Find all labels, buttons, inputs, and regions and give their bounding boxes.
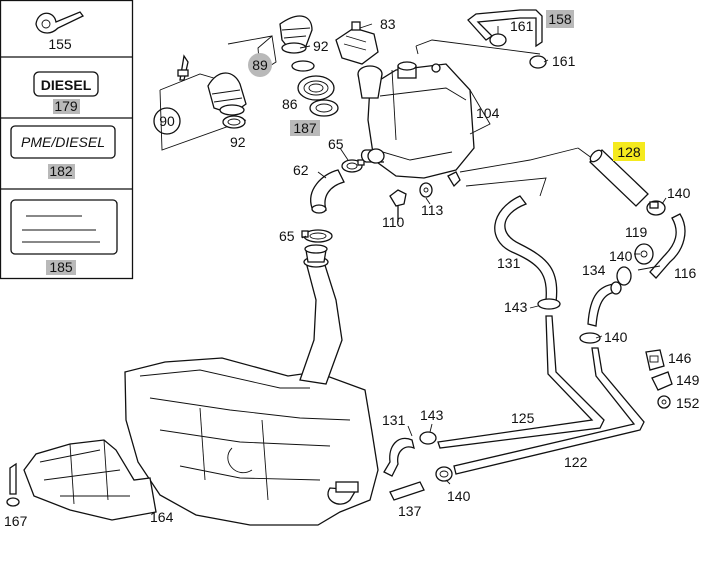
heat-shield-164[interactable]	[23, 439, 157, 521]
callout-158-highlight	[546, 10, 574, 28]
clamp-65-upper[interactable]	[341, 159, 365, 173]
callout-140-d[interactable]: 140	[447, 488, 471, 504]
line-125[interactable]	[437, 315, 605, 449]
callout-89-highlight	[248, 53, 272, 77]
hose-137[interactable]	[389, 481, 425, 501]
leader-lines	[299, 23, 667, 485]
nut-167[interactable]	[6, 462, 20, 507]
gasket-187[interactable]	[309, 99, 339, 117]
hose-62[interactable]	[310, 169, 345, 214]
callout-131-a[interactable]: 131	[497, 255, 521, 271]
nipple-fitting[interactable]	[447, 171, 461, 188]
callout-134[interactable]: 134	[582, 262, 606, 278]
bracket-146[interactable]	[645, 349, 665, 371]
clamp-part-icon	[35, 11, 84, 34]
callout-143-a[interactable]: 143	[504, 299, 528, 315]
panel-185-label: 185	[49, 259, 73, 275]
callout-140-c[interactable]: 140	[604, 329, 628, 345]
boot-90[interactable]	[207, 72, 247, 116]
panel-179-label: 179	[54, 98, 78, 114]
panel-182[interactable]: PME/DIESEL 182	[10, 125, 116, 179]
clamp-143-upper[interactable]	[537, 298, 561, 310]
clamp-143-lower[interactable]	[419, 431, 437, 445]
callout-119[interactable]: 119	[625, 224, 648, 240]
panel-185[interactable]: 185	[10, 199, 118, 275]
callout-164[interactable]: 164	[150, 509, 174, 525]
callout-131-b[interactable]: 131	[382, 412, 406, 428]
callout-65-b[interactable]: 65	[279, 228, 295, 244]
clamp-140-128[interactable]	[646, 200, 666, 216]
callout-143-b[interactable]: 143	[420, 407, 444, 423]
clamp-140-134[interactable]	[616, 266, 632, 286]
callout-65-a[interactable]: 65	[328, 136, 344, 152]
legend-sidebar: 155 DIESEL 179 PME/DIESEL 182 185	[0, 0, 134, 280]
ring-92[interactable]	[222, 115, 246, 129]
panel-155-label: 155	[48, 36, 72, 52]
callout-140-a[interactable]: 140	[667, 185, 691, 201]
callout-187[interactable]: 187	[293, 120, 317, 136]
line-122[interactable]	[453, 347, 645, 475]
callout-128-highlight	[613, 142, 645, 161]
callout-89[interactable]: 89	[252, 57, 268, 73]
callout-140-b[interactable]: 140	[609, 248, 633, 264]
expansion-tank-104[interactable]	[360, 61, 475, 179]
washer-113[interactable]	[419, 182, 433, 198]
clamp-161-b[interactable]	[529, 55, 547, 69]
callout-90[interactable]: 90	[159, 113, 175, 129]
boot-92[interactable]	[279, 15, 313, 54]
panel-185-highlight	[46, 260, 76, 275]
filler-neck[interactable]	[299, 244, 343, 385]
callout-161-b[interactable]: 161	[552, 53, 576, 69]
callout-92-b[interactable]: 92	[230, 134, 246, 150]
panel-155[interactable]: 155	[35, 11, 84, 52]
hose-134[interactable]	[587, 281, 622, 327]
hose-131-lower[interactable]	[383, 437, 415, 477]
callout-161-a[interactable]: 161	[510, 18, 534, 34]
callout-113[interactable]: 113	[421, 202, 444, 218]
panel-179-highlight	[53, 99, 80, 114]
clip-149[interactable]	[651, 371, 673, 391]
callout-86[interactable]: 86	[282, 96, 298, 112]
callout-149[interactable]: 149	[676, 372, 700, 388]
panel-182-label: 182	[49, 163, 73, 179]
callout-62[interactable]: 62	[293, 162, 309, 178]
callout-128[interactable]: 128	[617, 144, 641, 160]
clamp-65-lower[interactable]	[301, 229, 333, 243]
hose-116[interactable]	[637, 213, 686, 279]
clamp-161-a[interactable]	[489, 33, 507, 47]
callout-187-highlight	[290, 120, 320, 136]
nut-152[interactable]	[657, 395, 671, 409]
callout-167[interactable]: 167	[4, 513, 28, 529]
hose-128[interactable]	[588, 148, 649, 207]
filler-cap-83[interactable]	[335, 21, 379, 65]
callout-110[interactable]: 110	[382, 214, 405, 230]
bolt-110[interactable]	[389, 189, 407, 222]
callout-158[interactable]: 158	[548, 11, 572, 27]
fuel-tank[interactable]	[124, 357, 379, 526]
panel-179[interactable]: DIESEL 179	[33, 71, 99, 114]
callout-152[interactable]: 152	[676, 395, 700, 411]
callout-122[interactable]: 122	[564, 454, 588, 470]
callout-125[interactable]: 125	[511, 410, 535, 426]
seal-86[interactable]	[297, 75, 335, 101]
panel-182-highlight	[48, 164, 75, 179]
callout-146[interactable]: 146	[668, 350, 692, 366]
callout-92-a[interactable]: 92	[313, 38, 329, 54]
callout-83[interactable]: 83	[380, 16, 396, 32]
callout-labels: 158 161 161 83 92 89 86 187 90 92 104 65…	[4, 10, 700, 529]
ring-89[interactable]	[291, 60, 315, 72]
clamp-140-mid[interactable]	[579, 332, 601, 344]
callout-116[interactable]: 116	[674, 265, 697, 281]
hose-131-upper[interactable]	[494, 195, 558, 303]
callout-137[interactable]: 137	[398, 503, 422, 519]
filler-collar[interactable]	[357, 65, 383, 99]
diesel-sticker-text: DIESEL	[41, 77, 92, 93]
pme-diesel-sticker-text: PME/DIESEL	[21, 134, 105, 150]
clamp-140-lower[interactable]	[435, 466, 453, 482]
callout-104[interactable]: 104	[476, 105, 500, 121]
valve-stem[interactable]	[177, 54, 189, 81]
